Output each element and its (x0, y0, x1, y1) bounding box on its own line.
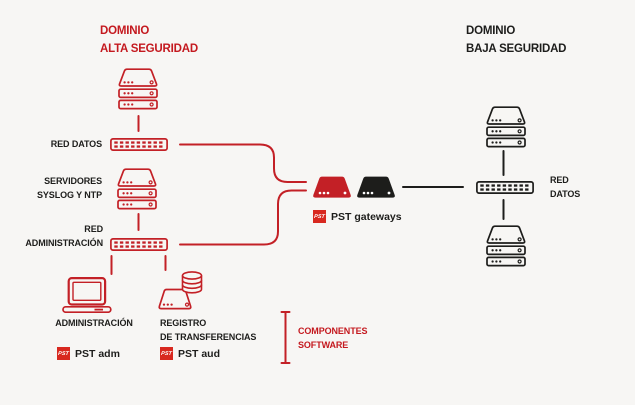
switch-icon (110, 138, 168, 151)
red-datos-right-line1: RED (550, 175, 569, 185)
pst-gateways-label: PST gateways (331, 210, 402, 223)
pst-gateways: PST PST gateways (313, 210, 402, 223)
servidores-label-line1: SERVIDORES (44, 176, 102, 186)
pst-aud: PST PST aud (160, 347, 220, 360)
low-security-title-line1: DOMINIO (466, 25, 516, 37)
red-datos-right-line2: DATOS (550, 188, 581, 199)
pst-badge-icon: PST (57, 347, 70, 360)
software-components-bracket (280, 311, 291, 364)
pst-badge-text: PST (313, 213, 326, 220)
switch-icon (110, 238, 168, 251)
componentes-software-label: COMPONENTES SOFTWARE (298, 325, 368, 352)
pst-adm: PST PST adm (57, 347, 120, 360)
red-admin-label-line2: ADMINISTRACIÓN (25, 237, 103, 248)
registro-label-line1: REGISTRO (160, 318, 207, 328)
server-stack-icon (118, 68, 158, 110)
low-security-title-line2: BAJA SEGURIDAD (466, 43, 567, 55)
componentes-line1: COMPONENTES (298, 326, 368, 336)
low-security-domain-title: DOMINIO BAJA SEGURIDAD (466, 22, 566, 58)
pst-badge-text: PST (160, 350, 173, 357)
componentes-line2: SOFTWARE (298, 339, 349, 350)
pst-aud-label: PST aud (178, 347, 221, 360)
servidores-label-line2: SYSLOG Y NTP (37, 189, 102, 200)
administracion-label: ADMINISTRACIÓN (55, 318, 133, 328)
pst-badge-icon: PST (313, 210, 326, 223)
pst-badge-text: PST (57, 350, 70, 357)
switch-icon (476, 181, 534, 194)
red-datos-right-label: RED DATOS (550, 174, 580, 201)
red-admin-label-line1: RED (84, 224, 103, 234)
registro-transferencias-label: REGISTRO DE TRANSFERENCIAS (160, 317, 256, 344)
high-security-title-line2: ALTA SEGURIDAD (100, 43, 198, 55)
high-security-title-line1: DOMINIO (100, 25, 150, 37)
registro-label-line2: DE TRANSFERENCIAS (160, 331, 257, 342)
red-datos-label: RED DATOS (50, 139, 102, 149)
gateway-icon-black (357, 176, 395, 198)
laptop-icon (62, 277, 112, 313)
gateway-icon-red (313, 176, 351, 198)
pst-badge-icon: PST (160, 347, 173, 360)
red-administracion-label: RED ADMINISTRACIÓN (10, 223, 103, 250)
link-red-datos-to-gateway (179, 143, 307, 183)
link-red-admin-to-gateway (179, 189, 307, 246)
high-security-domain-title: DOMINIO ALTA SEGURIDAD (100, 22, 198, 58)
server-stack-icon (486, 106, 526, 148)
database-server-icon (158, 271, 203, 310)
server-stack-icon (486, 225, 526, 267)
server-stack-icon (117, 168, 157, 210)
servidores-syslog-label: SERVIDORES SYSLOG Y NTP (20, 175, 102, 202)
pst-adm-label: PST adm (75, 347, 120, 360)
